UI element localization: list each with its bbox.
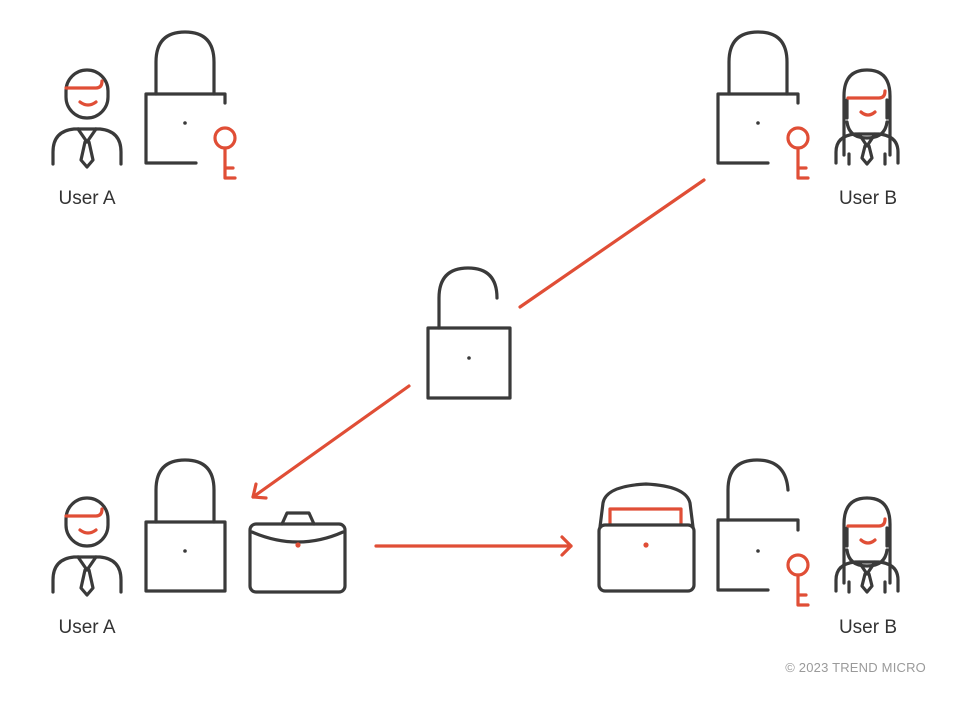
user-a-man-icon [51, 496, 123, 597]
user-b-label-top: User B [838, 188, 898, 209]
user-b-label-bottom: User B [838, 617, 898, 638]
copyright: © 2023 TREND MICRO [785, 660, 926, 675]
open-briefcase-document-icon [597, 482, 696, 593]
key-icon [786, 126, 810, 180]
key-icon [213, 126, 237, 180]
key-icon [786, 553, 810, 607]
padlock-closed-icon [144, 458, 227, 593]
arrow-icon [251, 384, 411, 500]
user-b-woman-icon [834, 496, 900, 594]
padlock-closed-icon [144, 30, 227, 165]
user-a-label-bottom: User A [58, 617, 116, 638]
briefcase-icon [248, 511, 347, 594]
user-a-label-top: User A [58, 188, 116, 209]
connector-line [518, 178, 706, 309]
user-a-man-icon [51, 68, 123, 169]
user-b-woman-icon [834, 68, 900, 166]
padlock-open-icon [426, 266, 512, 400]
padlock-open-icon [716, 458, 800, 592]
padlock-closed-icon [716, 30, 800, 165]
arrow-icon [374, 535, 573, 557]
